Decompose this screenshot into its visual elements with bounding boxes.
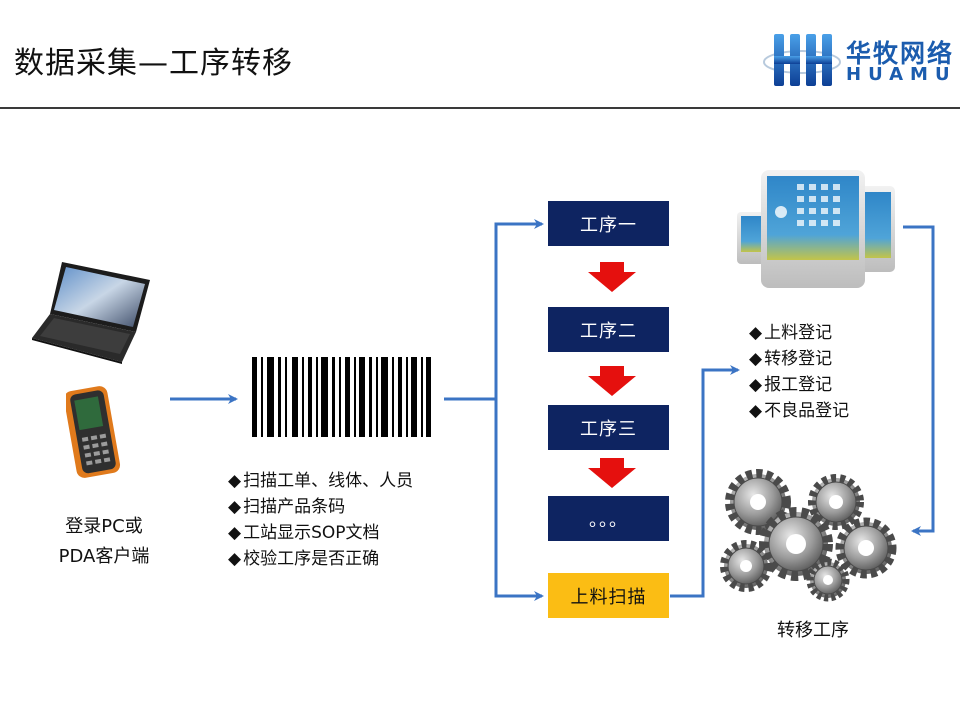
laptop-icon: [32, 262, 150, 364]
bullet-diamond-icon: ◆: [749, 349, 763, 369]
list-item: ◆校验工序是否正确: [228, 549, 380, 569]
logo-icon: [763, 34, 841, 86]
bullet-diamond-icon: ◆: [749, 401, 763, 421]
bullet-diamond-icon: ◆: [228, 471, 242, 491]
gears-icon: [720, 469, 897, 602]
process-box-2: 工序二: [548, 307, 669, 352]
bullet-diamond-icon: ◆: [228, 549, 242, 569]
touch-terminal-icon: [737, 170, 895, 288]
bullet-diamond-icon: ◆: [749, 375, 763, 395]
barcode-action-list: ◆扫描工单、线体、人员 ◆扫描产品条码 ◆工站显示SOP文档 ◆校验工序是否正确: [228, 468, 413, 572]
process-box-1: 工序一: [548, 201, 669, 246]
connector-terminal-to-gears: [903, 225, 935, 536]
list-item: ◆转移登记: [749, 349, 833, 369]
list-item: ◆报工登记: [749, 375, 833, 395]
header-divider: [0, 107, 960, 109]
bullet-diamond-icon: ◆: [228, 523, 242, 543]
gears-caption: 转移工序: [777, 620, 849, 641]
red-down-arrow-icon: [588, 458, 636, 488]
client-caption-line1: 登录PC或: [65, 516, 143, 537]
list-item: ◆不良品登记: [749, 401, 850, 421]
registration-list: ◆上料登记 ◆转移登记 ◆报工登记 ◆不良品登记: [749, 320, 849, 424]
logo-text-cn: 华牧网络: [846, 39, 955, 68]
process-box-3: 工序三: [548, 405, 669, 450]
bullet-diamond-icon: ◆: [228, 497, 242, 517]
list-item: ◆扫描产品条码: [228, 497, 346, 517]
page-title: 数据采集—工序转移: [14, 46, 293, 81]
barcode-icon: [252, 357, 431, 437]
red-down-arrow-icon: [588, 366, 636, 396]
client-caption: 登录PC或 PDA客户端: [30, 512, 178, 572]
connector-feed-scan-to-registration: [670, 365, 740, 598]
process-box-feed-scan: 上料扫描: [548, 573, 669, 618]
logo-text-en: HUAMU: [846, 64, 957, 85]
red-down-arrow-icon: [588, 262, 636, 292]
list-item: ◆工站显示SOP文档: [228, 523, 380, 543]
list-item: ◆上料登记: [749, 323, 833, 343]
pda-icon: [66, 386, 121, 478]
process-box-ellipsis: 。。。: [548, 496, 669, 541]
connector-split-to-feed-scan: [494, 399, 544, 601]
connector-split-to-process1: [494, 219, 544, 399]
list-item: ◆扫描工单、线体、人员: [228, 471, 414, 491]
bullet-diamond-icon: ◆: [749, 323, 763, 343]
client-caption-line2: PDA客户端: [58, 546, 150, 567]
